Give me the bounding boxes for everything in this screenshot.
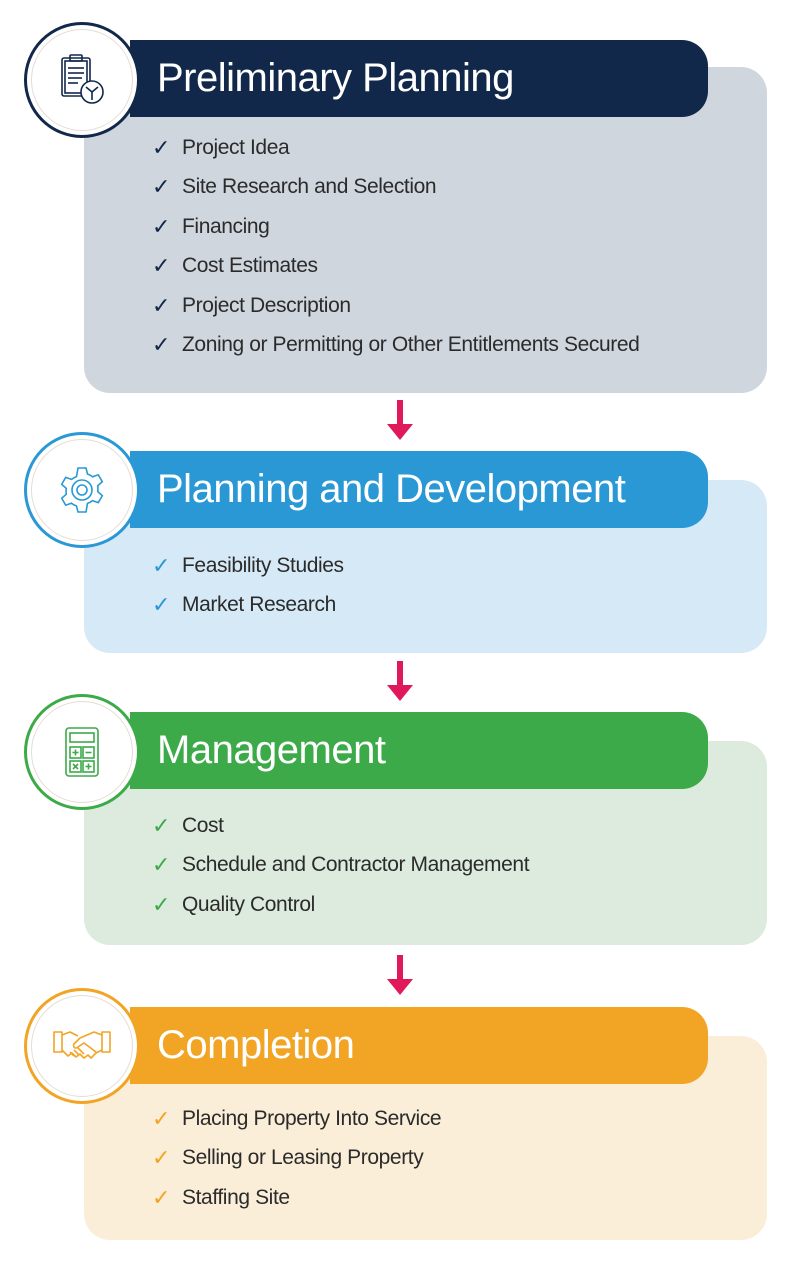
item-label: Feasibility Studies [182,553,344,577]
item-label: Placing Property Into Service [182,1106,442,1130]
checklist-item: ✓ Zoning or Permitting or Other Entitleme… [152,326,640,366]
stage-title: Completion [157,1023,355,1067]
stage-title-bar: Management [130,712,708,789]
stage-checklist: ✓ Placing Property Into Service ✓ Selling … [152,1099,442,1218]
gear-icon [60,467,104,513]
stage-title: Planning and Development [157,467,626,511]
checklist-item: ✓ Schedule and Contractor Management [152,846,530,886]
stage-icon-badge [24,694,140,810]
checklist-item: ✓ Cost Estimates [152,247,639,287]
stage-checklist: ✓ Cost ✓ Schedule and Contractor Managemen… [152,806,530,925]
stage-icon-badge [24,432,140,548]
check-icon: ✓ [152,292,171,318]
item-label: Site Research and Selection [182,175,437,199]
clipboard-clock-icon [61,54,104,104]
item-label: Quality Control [182,892,315,916]
item-label: Cost Estimates [182,254,318,278]
check-icon: ✓ [152,213,171,239]
checklist-item: ✓ Cost [152,806,529,846]
item-label: Staffing Site [182,1185,290,1209]
calculator-icon [65,727,99,777]
checklist-item: ✓ Staffing Site [152,1178,441,1218]
stage-title: Management [157,728,386,772]
check-icon: ✓ [152,1145,171,1171]
stage-card [84,67,767,393]
arrow-down-icon [387,400,413,440]
checklist-item: ✓ Feasibility Studies [152,546,344,586]
check-icon: ✓ [152,332,171,358]
check-icon: ✓ [152,253,171,279]
stage-title: Preliminary Planning [157,56,514,100]
item-label: Selling or Leasing Property [182,1146,424,1170]
stage-checklist: ✓ Feasibility Studies ✓ Market Research [152,546,344,625]
item-label: Project Description [182,293,351,317]
check-icon: ✓ [152,852,171,878]
check-icon: ✓ [152,552,171,578]
check-icon: ✓ [152,812,171,838]
stage-icon-badge [24,988,140,1104]
check-icon: ✓ [152,174,171,200]
checklist-item: ✓ Project Description [152,286,639,326]
check-icon: ✓ [152,891,171,917]
item-label: Financing [182,214,270,238]
handshake-icon [53,1031,111,1059]
stage-checklist: ✓ Project Idea ✓ Site Research and Selecti… [152,128,640,366]
stage-title-bar: Planning and Development [130,451,708,528]
check-icon: ✓ [152,1105,171,1131]
arrow-down-icon [387,661,413,701]
check-icon: ✓ [152,134,171,160]
checklist-item: ✓ Placing Property Into Service [152,1099,442,1139]
item-label: Project Idea [182,135,290,159]
stage-title-bar: Completion [130,1007,708,1084]
check-icon: ✓ [152,1184,171,1210]
item-label: Zoning or Permitting or Other Entitlemen… [182,333,640,357]
checklist-item: ✓ Selling or Leasing Property [152,1139,441,1179]
stage-icon-badge [24,22,140,138]
item-label: Schedule and Contractor Management [182,853,530,877]
check-icon: ✓ [152,592,171,618]
checklist-item: ✓ Site Research and Selection [152,168,639,208]
checklist-item: ✓ Quality Control [152,885,529,925]
arrow-down-icon [387,955,413,995]
item-label: Market Research [182,593,336,617]
checklist-item: ✓ Project Idea [152,128,639,168]
stage-title-bar: Preliminary Planning [130,40,708,117]
checklist-item: ✓ Financing [152,207,639,247]
checklist-item: ✓ Market Research [152,586,344,626]
item-label: Cost [182,813,224,837]
